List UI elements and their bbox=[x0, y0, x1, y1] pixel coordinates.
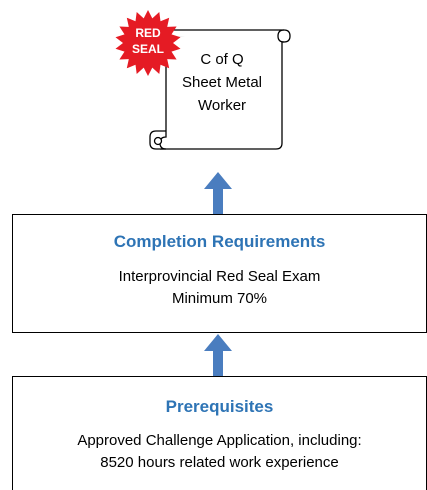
certificate-line3: Worker bbox=[197, 97, 247, 114]
certificate-line1: C of Q bbox=[200, 51, 244, 68]
completion-line2: Minimum 70% bbox=[171, 290, 268, 307]
completion-title: Completion Requirements bbox=[113, 232, 326, 251]
up-arrow-icon bbox=[204, 172, 232, 216]
seal-text-line2: SEAL bbox=[131, 42, 164, 56]
prerequisites-title: Prerequisites bbox=[165, 397, 274, 416]
prerequisites-line2: 8520 hours related work experience bbox=[100, 454, 339, 471]
prerequisites-line1: Approved Challenge Application, includin… bbox=[77, 432, 362, 449]
seal-text-line1: RED bbox=[135, 26, 161, 40]
completion-requirements-box: Completion Requirements Interprovincial … bbox=[12, 214, 427, 333]
prerequisites-box: Prerequisites Approved Challenge Applica… bbox=[12, 376, 427, 490]
up-arrow-icon bbox=[204, 334, 232, 378]
completion-line1: Interprovincial Red Seal Exam bbox=[118, 268, 321, 285]
red-seal-badge bbox=[115, 10, 181, 76]
certificate-line2: Sheet Metal bbox=[181, 74, 263, 91]
